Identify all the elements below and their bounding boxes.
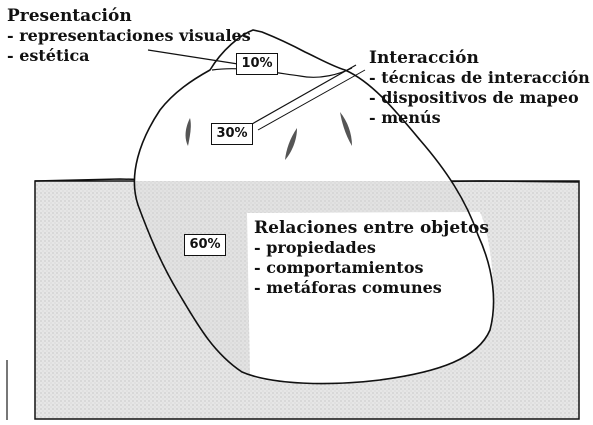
presentation-label-block: Presentación - representaciones visuales… <box>7 6 251 66</box>
relations-label-area <box>247 212 494 384</box>
relations-item: - metáforas comunes <box>254 278 442 297</box>
interaction-leader-line <box>251 64 357 125</box>
percent-box-relations: 60% <box>184 234 226 256</box>
interaction-item: - técnicas de interacción <box>369 68 590 87</box>
interaction-item: - menús <box>369 108 441 127</box>
presentation-item: - representaciones visuales <box>7 26 251 45</box>
interaction-item: - dispositivos de mapeo <box>369 88 579 107</box>
relations-label-block: Relaciones entre objetos - propiedades -… <box>254 218 489 298</box>
percent-box-presentation: 10% <box>236 53 278 75</box>
ice-crevice-left <box>185 118 191 146</box>
relations-title: Relaciones entre objetos <box>254 218 489 238</box>
iceberg-outline <box>133 29 495 385</box>
interaction-label-block: Interacción - técnicas de interacción - … <box>369 48 590 128</box>
relations-item: - comportamientos <box>254 258 424 277</box>
presentation-title: Presentación <box>7 6 132 26</box>
presentation-leader-line <box>147 49 239 65</box>
interaction-leader-line-2 <box>257 69 366 131</box>
percent-box-interaction: 30% <box>211 123 253 145</box>
ice-crevice-mid <box>285 128 297 160</box>
relations-item: - propiedades <box>254 238 376 257</box>
presentation-item: - estética <box>7 46 90 65</box>
iceberg-tip-ridge <box>211 67 353 78</box>
interaction-title: Interacción <box>369 48 479 68</box>
ice-crevice-right <box>340 112 352 146</box>
